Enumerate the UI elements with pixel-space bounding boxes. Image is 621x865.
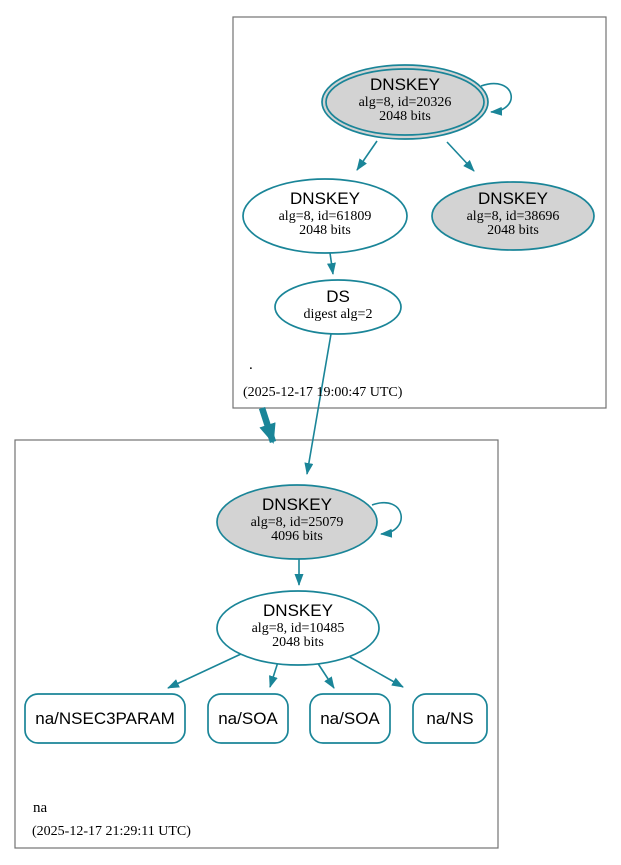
- dnskey-38696-detail: alg=8, id=38696: [467, 209, 560, 224]
- rrset-soa-2-box: [309, 693, 391, 744]
- dnskey-10485-title: DNSKEY: [263, 601, 333, 620]
- node-dnskey-20326: DNSKEY alg=8, id=20326 2048 bits: [321, 64, 489, 140]
- zone-label-root: .: [249, 357, 253, 373]
- dnskey-25079-size: 4096 bits: [271, 529, 323, 544]
- edge-na-ksk-self-sign-loop: [371, 502, 402, 538]
- edge-na-zsk-to-nsec3param: [167, 653, 242, 689]
- dnskey-10485-detail: alg=8, id=10485: [252, 621, 345, 636]
- ds-detail: digest alg=2: [304, 307, 373, 322]
- rrset-ns-label: na/NS: [426, 709, 473, 728]
- zone-box-na: [14, 439, 499, 849]
- node-dnskey-25079: DNSKEY alg=8, id=25079 4096 bits: [216, 484, 378, 560]
- rrset-nsec3param-label: na/NSEC3PARAM: [35, 709, 175, 728]
- zone-timestamp-root: (2025-12-17 19:00:47 UTC): [243, 385, 403, 400]
- rrset-soa-2-label: na/SOA: [320, 709, 380, 728]
- rrset-soa-1-box: [207, 693, 289, 744]
- ds-ellipse: [274, 279, 402, 335]
- ds-title: DS: [326, 287, 350, 306]
- edge-zone-delegation-arrow: [258, 406, 277, 444]
- dnskey-61809-ellipse: [242, 178, 408, 254]
- dnskey-20326-detail: alg=8, id=20326: [359, 95, 452, 110]
- dnskey-25079-title: DNSKEY: [262, 495, 332, 514]
- dnskey-38696-title: DNSKEY: [478, 189, 548, 208]
- dnskey-38696-ellipse: [431, 181, 595, 251]
- dnskey-25079-detail: alg=8, id=25079: [251, 515, 344, 530]
- dnskey-10485-size: 2048 bits: [272, 635, 324, 650]
- zone-label-na: na: [33, 800, 48, 816]
- node-dnskey-61809: DNSKEY alg=8, id=61809 2048 bits: [242, 178, 408, 254]
- edge-na-zsk-to-ns: [349, 656, 404, 688]
- edge-na-zsk-to-soa-1: [269, 661, 279, 688]
- rrset-nsec3param-box: [24, 693, 186, 744]
- dnskey-20326-inner-ellipse: [325, 68, 485, 136]
- edge-root-zsk-to-ds: [326, 252, 336, 275]
- zone-timestamp-na: (2025-12-17 21:29:11 UTC): [32, 824, 191, 839]
- node-rrset-soa-2: na/SOA: [309, 693, 391, 744]
- rrset-ns-box: [412, 693, 488, 744]
- rrset-soa-1-label: na/SOA: [218, 709, 278, 728]
- edge-root-ksk-to-key-38696: [446, 141, 475, 172]
- node-dnskey-38696: DNSKEY alg=8, id=38696 2048 bits: [431, 181, 595, 251]
- node-rrset-soa-1: na/SOA: [207, 693, 289, 744]
- edge-na-zsk-to-soa-2: [316, 661, 335, 689]
- dnskey-20326-size: 2048 bits: [379, 109, 431, 124]
- dnskey-20326-title: DNSKEY: [370, 75, 440, 94]
- node-rrset-nsec3param: na/NSEC3PARAM: [24, 693, 186, 744]
- edge-root-ksk-to-root-zsk: [356, 140, 378, 171]
- dnskey-25079-ellipse: [216, 484, 378, 560]
- node-ds: DS digest alg=2: [274, 279, 402, 335]
- dnskey-10485-ellipse: [216, 590, 380, 666]
- dnskey-61809-size: 2048 bits: [299, 223, 351, 238]
- edge-ds-to-na-ksk: [304, 333, 332, 475]
- edge-root-ksk-self-sign-loop: [480, 82, 512, 116]
- dnskey-20326-outer-ellipse: [321, 64, 489, 140]
- dnskey-38696-size: 2048 bits: [487, 223, 539, 238]
- node-dnskey-10485: DNSKEY alg=8, id=10485 2048 bits: [216, 590, 380, 666]
- node-rrset-ns: na/NS: [412, 693, 488, 744]
- dnskey-61809-title: DNSKEY: [290, 189, 360, 208]
- zone-box-root: [232, 16, 607, 409]
- dnskey-61809-detail: alg=8, id=61809: [279, 209, 372, 224]
